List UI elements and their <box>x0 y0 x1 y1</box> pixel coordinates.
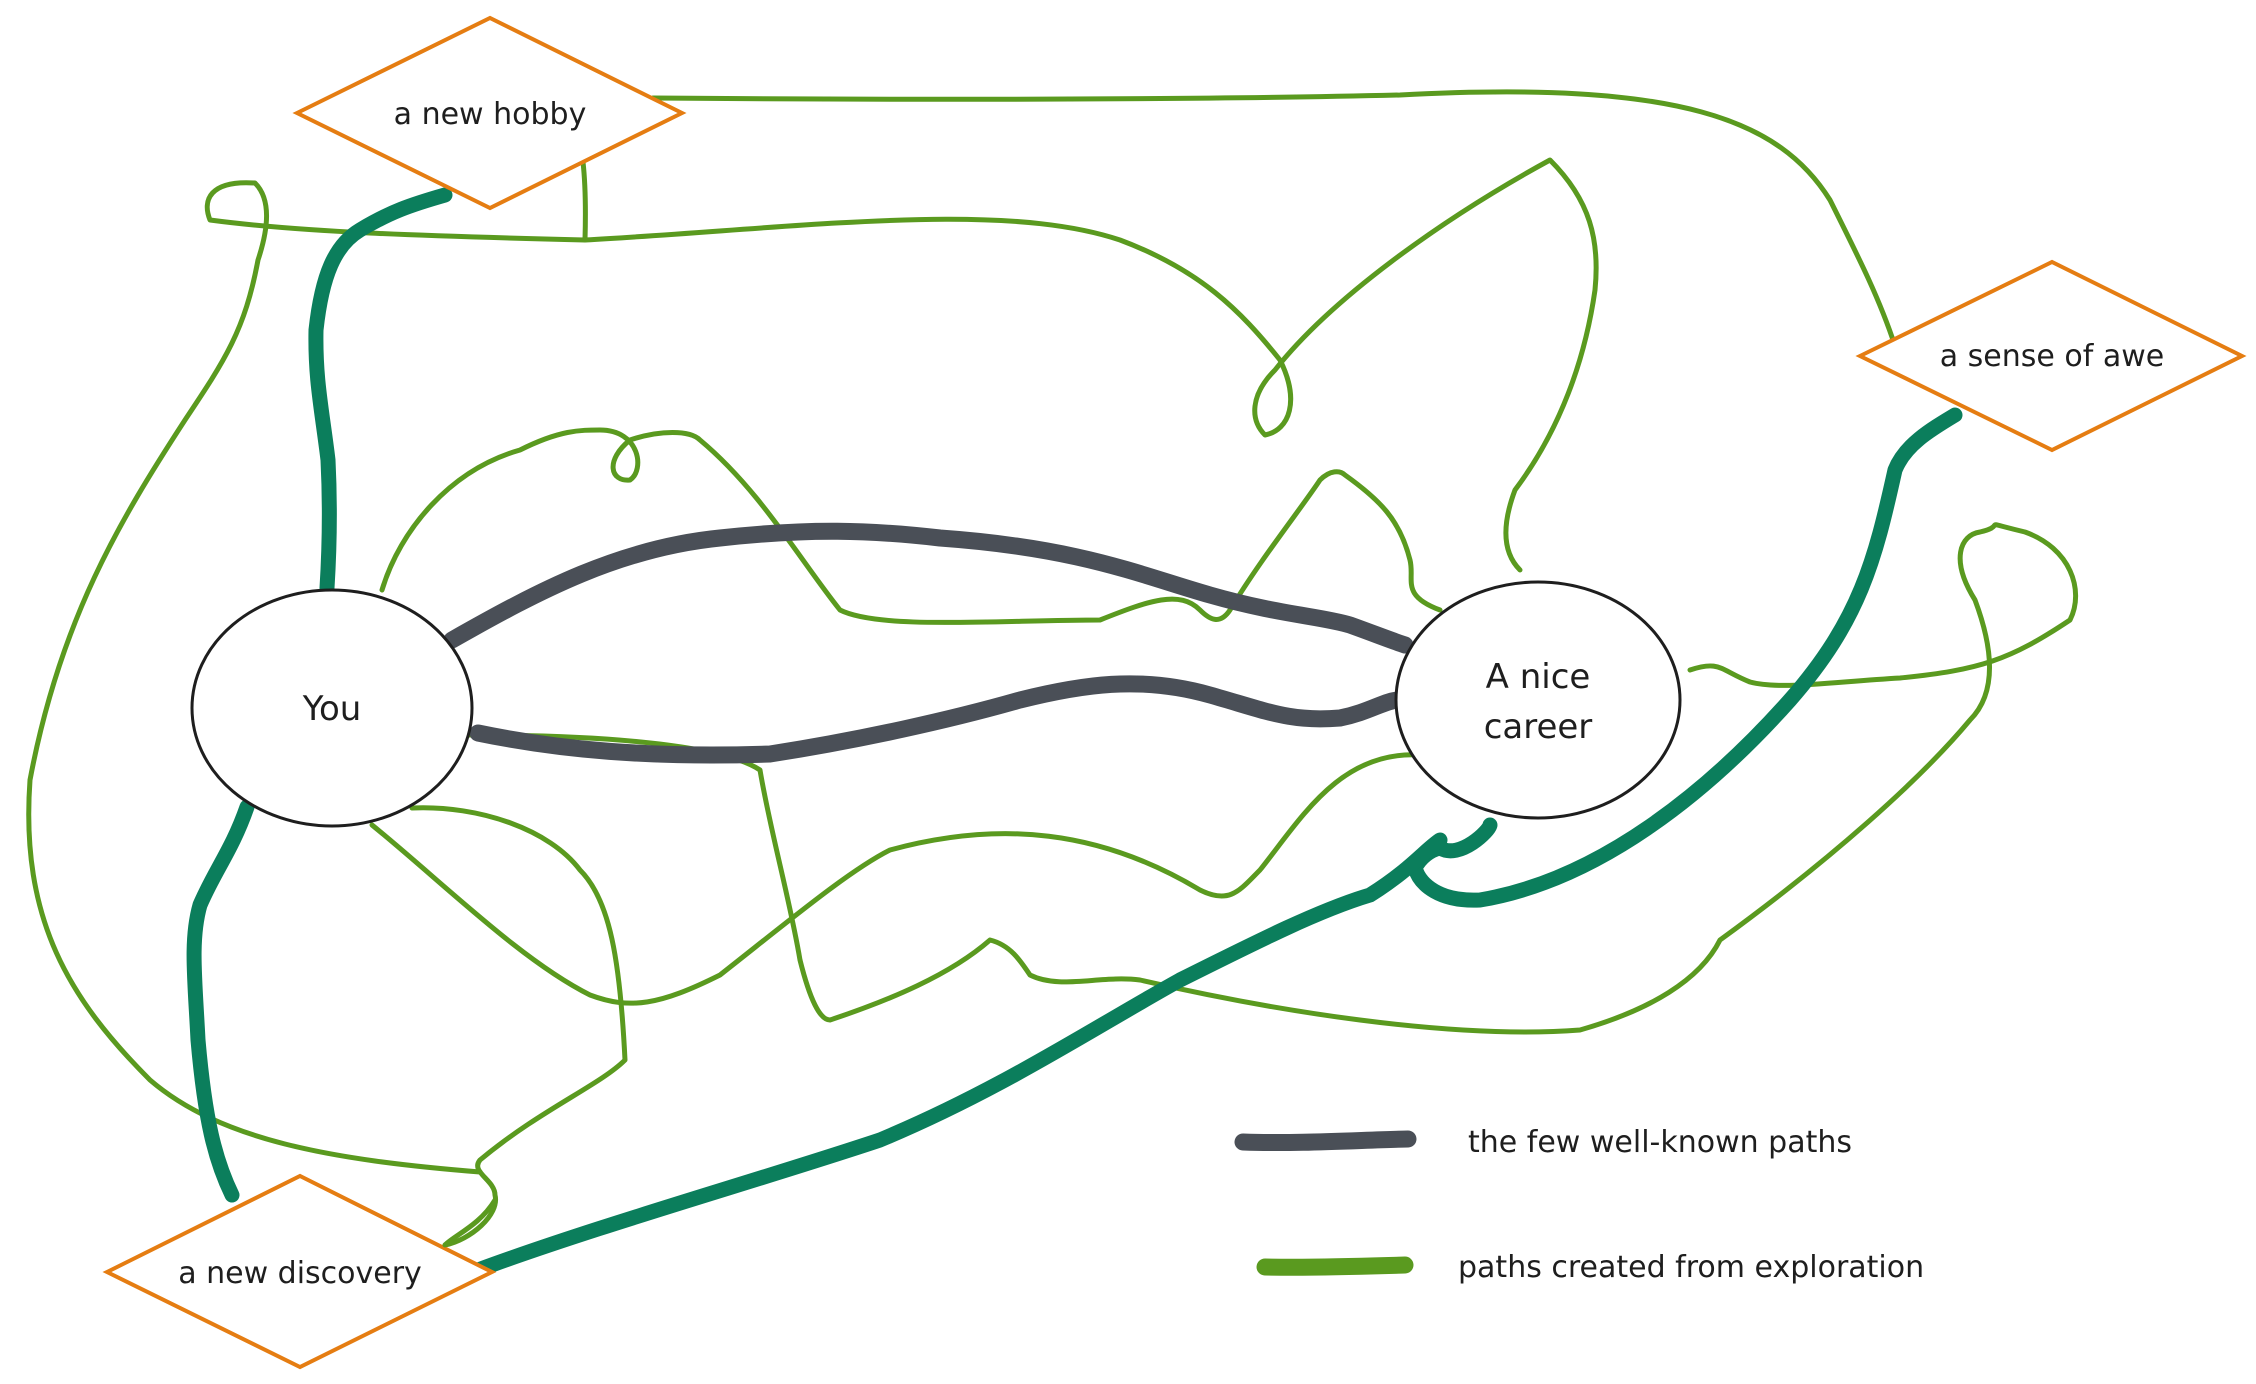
destination-hobby-label: a new hobby <box>394 97 587 132</box>
legend-label-exploration: paths created from exploration <box>1458 1250 1924 1285</box>
legend-label-known: the few well-known paths <box>1468 1125 1852 1160</box>
destination-discovery: a new discovery <box>102 1173 497 1370</box>
exploration-path-you-discovery <box>409 805 628 1248</box>
exploration-path-hobby-awe <box>650 89 1898 349</box>
node-you-label: You <box>302 689 362 729</box>
destination-hobby: a new hobby <box>292 15 687 211</box>
node-career-label-line1: A nice <box>1486 657 1591 697</box>
node-career-label-line2: career <box>1484 707 1593 747</box>
legend-swatch-exploration <box>1256 1256 1414 1276</box>
exploration-paths-overlay <box>442 1197 498 1248</box>
discovered-path-you-hobby <box>308 187 453 596</box>
exploration-path-you-top-zigzag <box>379 427 1443 625</box>
destination-hobby-shape <box>292 15 687 211</box>
well-known-path-lower <box>469 675 1409 764</box>
destination-awe-label: a sense of awe <box>1940 339 2164 374</box>
exploration-path-you-lower-loop <box>369 752 1423 1006</box>
node-you-shape <box>190 588 474 828</box>
legend-swatch-known <box>1234 1130 1417 1152</box>
destination-discovery-label: a new discovery <box>178 1256 422 1291</box>
node-career: A nice career <box>1394 580 1682 820</box>
node-you: You <box>190 588 474 828</box>
legend: the few well-known paths paths created f… <box>1234 1125 1924 1285</box>
node-career-shape <box>1394 580 1682 820</box>
exploration-path-discovery-tail <box>442 1197 498 1248</box>
discovered-path-discovery-career <box>470 832 1448 1278</box>
well-known-path-upper <box>443 522 1414 654</box>
exploration-path-you-lower-zigzag <box>465 522 2079 1035</box>
destination-discovery-shape <box>102 1173 497 1370</box>
destination-awe-shape <box>1855 259 2247 453</box>
discovered-paths <box>186 187 1963 1278</box>
destination-awe: a sense of awe <box>1855 259 2247 453</box>
exploration-paths <box>26 89 2079 1248</box>
well-known-paths <box>443 522 1414 764</box>
discovered-path-you-discovery <box>186 799 255 1203</box>
exploration-path-top-loop <box>582 157 1599 573</box>
